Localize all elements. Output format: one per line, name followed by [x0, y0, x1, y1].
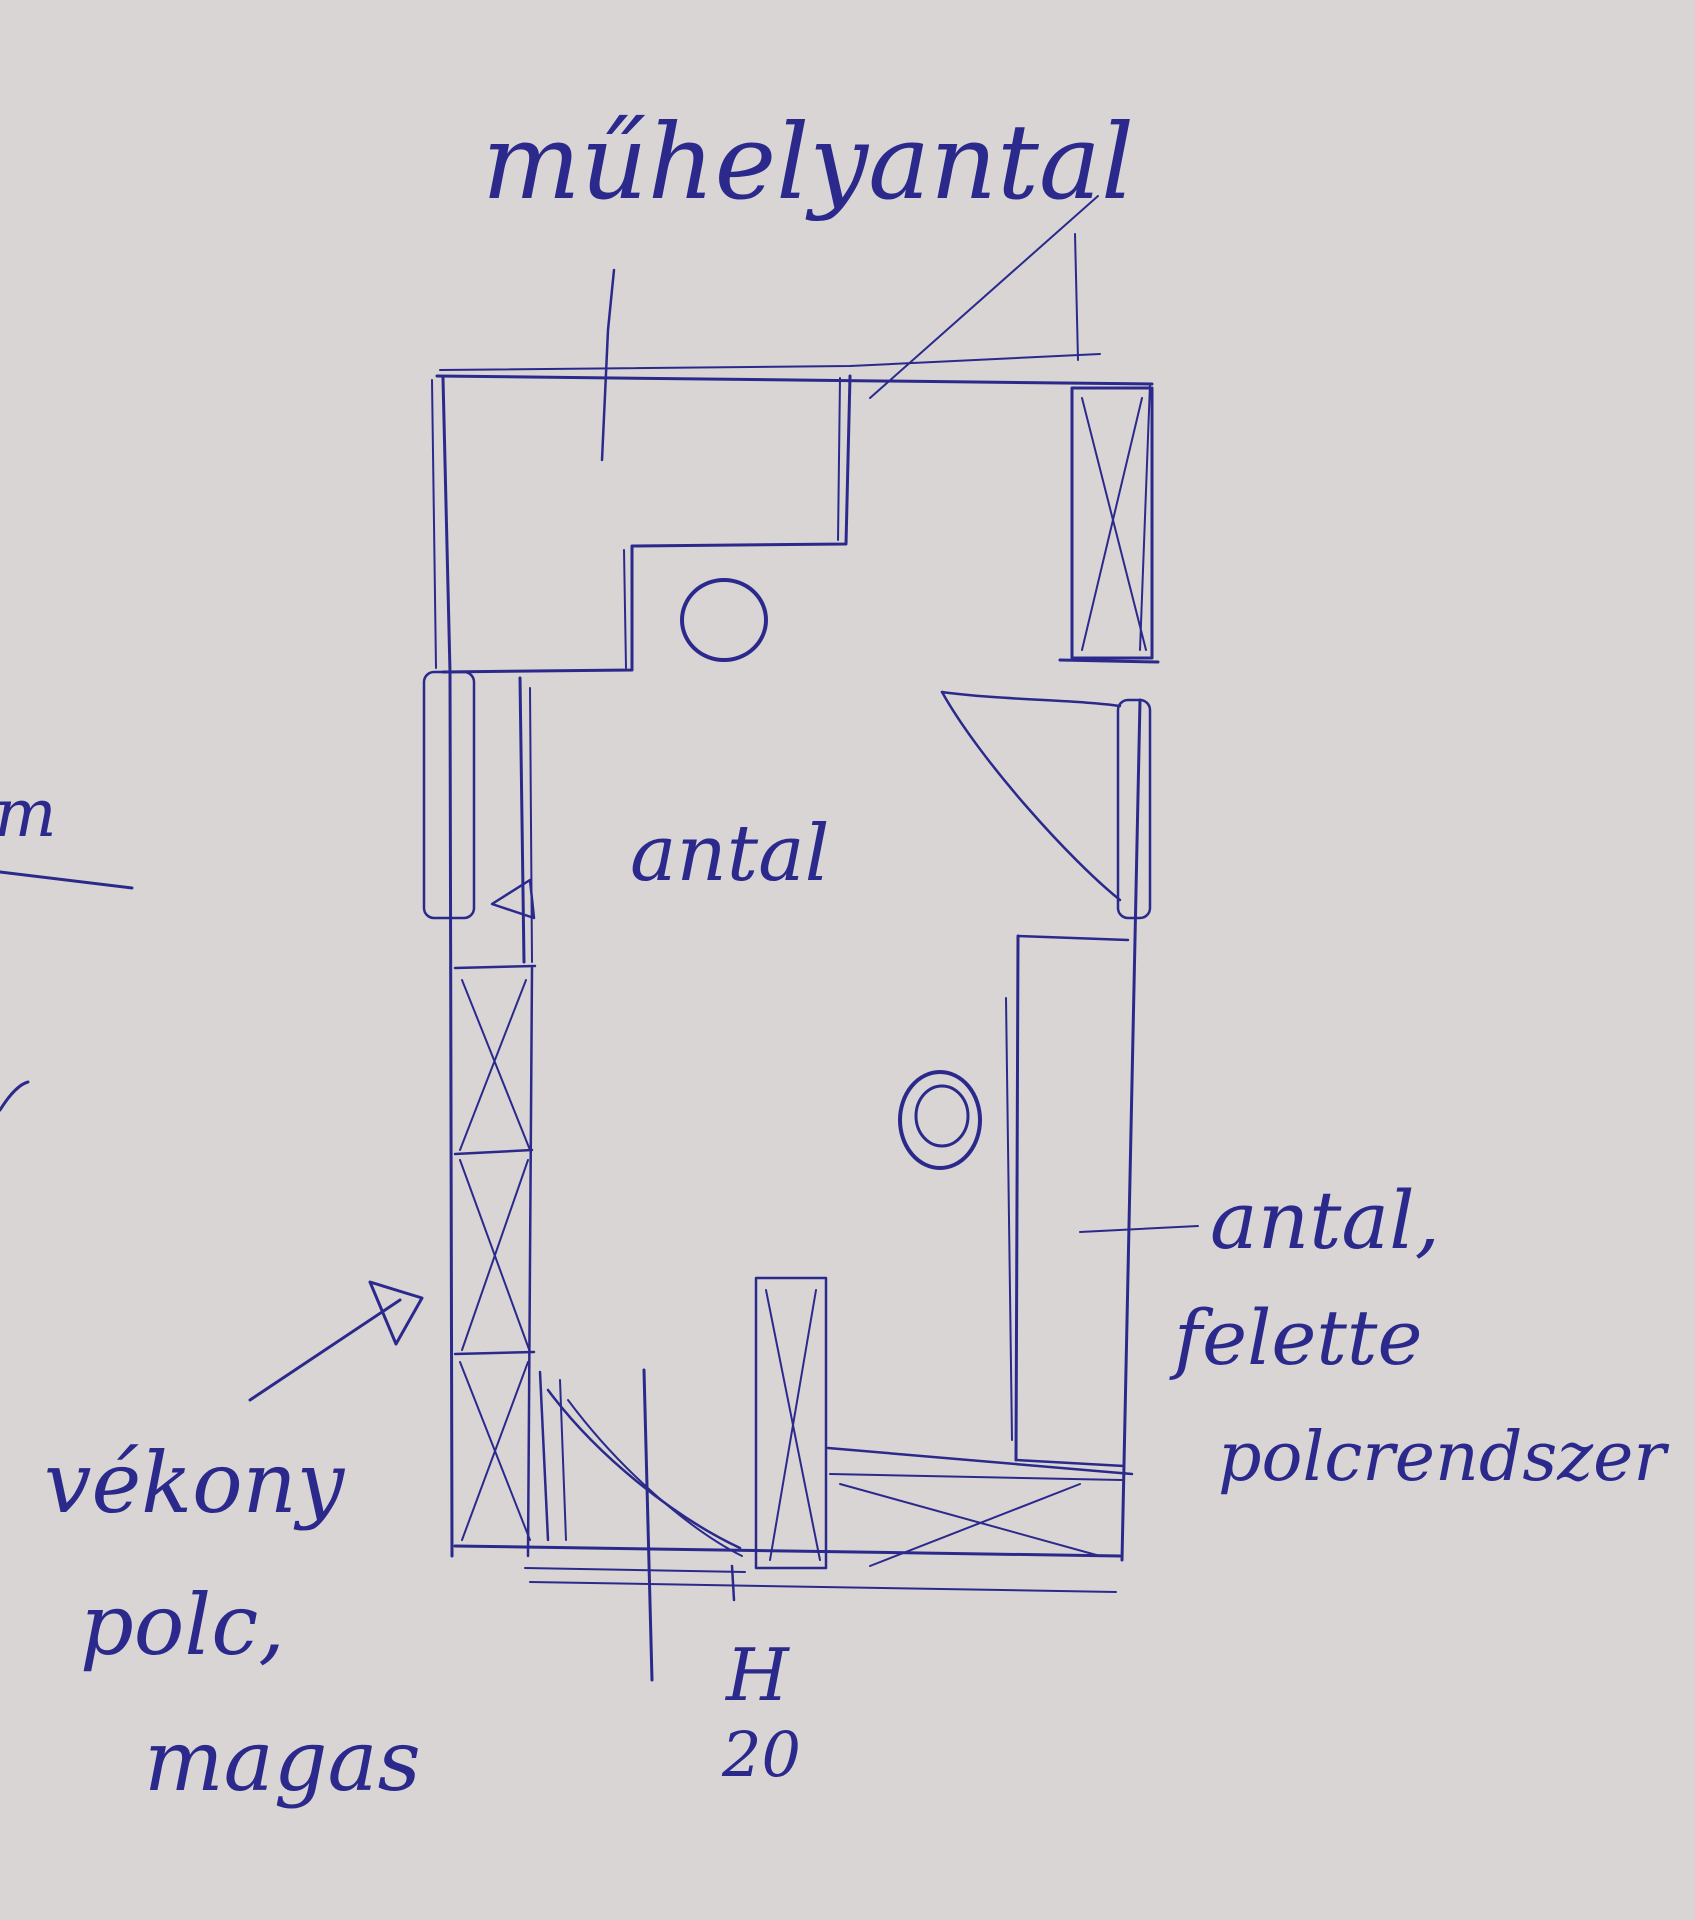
margin-marks: [0, 870, 134, 1112]
label-bottom-left-line2: polc,: [80, 1576, 285, 1674]
circle-upper: [680, 578, 768, 662]
bottom-right-cabinet: [826, 1446, 1134, 1567]
workshop-block: [441, 268, 852, 674]
room-outline: [431, 353, 1154, 1593]
label-left-edge: m: [0, 775, 57, 852]
label-door-number: 20: [721, 1718, 801, 1791]
bottom-left-cabinet: [538, 1368, 743, 1682]
label-right-line2: felette: [1169, 1293, 1422, 1382]
label-bottom-left-line1: vékony: [44, 1434, 346, 1532]
circle-lower-inner: [914, 1084, 970, 1148]
label-right-line1: antal,: [1210, 1174, 1440, 1267]
circle-marks: [680, 578, 982, 1170]
tall-thin-shelf: [453, 964, 537, 1558]
label-right-line3: polcrendszer: [1218, 1418, 1669, 1497]
top-right-cabinet: [869, 195, 1160, 664]
bottom-middle-cabinet: [754, 1276, 828, 1570]
left-door: [422, 670, 536, 964]
bottom-entrance: [730, 1564, 736, 1602]
label-middle: antal: [630, 809, 830, 899]
circle-lower-outer: [898, 1070, 982, 1170]
label-top: műhelyantal: [482, 101, 1134, 223]
label-bottom-left-line3: magas: [144, 1712, 421, 1810]
shelf-arrow: [248, 1280, 424, 1402]
label-door-mark: H: [724, 1633, 790, 1717]
right-door: [940, 690, 1152, 920]
right-shelf-unit: [1005, 934, 1199, 1468]
